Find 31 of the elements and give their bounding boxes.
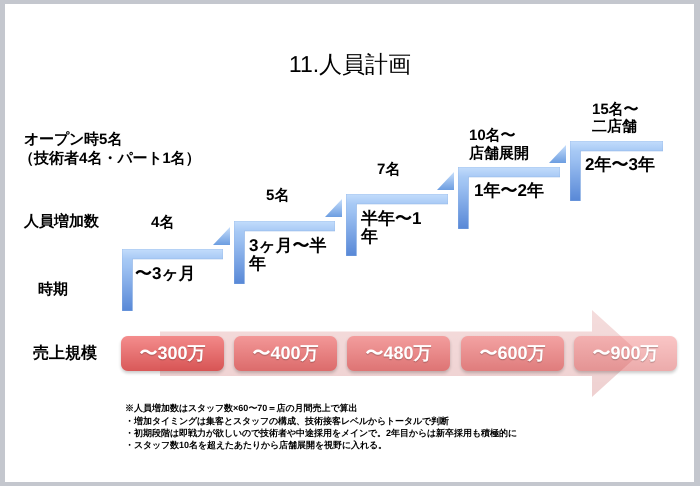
headcount-text: 15名〜 <box>592 101 639 118</box>
step-bracket: 半年〜1年 <box>346 194 448 256</box>
step-bracket: 3ヶ月〜半年 <box>234 221 335 284</box>
headcount-text: 5名 <box>266 187 290 204</box>
footnote: ・増加タイミングは集客とスタッフの構成、技術接客レベルからトータルで判断 <box>125 416 449 426</box>
triangle-arrow <box>437 172 454 190</box>
footnote: ・初期段階は即戦力が欲しいので技術者や中途採用をメインで。2年目からは新卒採用も積極的に <box>125 428 518 438</box>
footnote: ※人員増加数はスタッフ数×60〜70＝店の月間売上で算出 <box>125 403 358 414</box>
staff-note: （技術者4名・パート1名） <box>19 150 201 168</box>
milestone-text: 二店舗 <box>592 118 637 136</box>
row-label: 時期 <box>38 281 68 298</box>
revenue-box: 〜600万 <box>461 336 564 371</box>
triangle-arrow <box>549 145 566 163</box>
revenue-box: 〜300万 <box>121 336 224 371</box>
triangle-arrow <box>325 199 342 217</box>
milestone-text: 店舗展開 <box>469 145 529 162</box>
footnote: ・スタッフ数10名を超えたあたりから店舗展開を視野に入れる。 <box>125 440 388 450</box>
step-bracket: 〜3ヶ月 <box>122 249 223 311</box>
row-label: 売上規模 <box>33 345 97 364</box>
revenue-box: 〜400万 <box>234 336 337 371</box>
step-bracket: 2年〜3年 <box>570 141 663 201</box>
staff-note: オープン時5名 <box>24 131 122 148</box>
revenue-box: 〜480万 <box>347 336 450 371</box>
triangle-arrow <box>213 227 230 245</box>
headcount-text: 4名 <box>151 214 174 232</box>
step-bracket: 1年〜2年 <box>458 167 560 229</box>
headcount-text: 10名〜 <box>469 127 516 144</box>
row-label: 人員増加数 <box>24 213 99 230</box>
title: 11.人員計画 <box>288 51 412 78</box>
revenue-box: 〜900万 <box>574 336 677 371</box>
headcount-text: 7名 <box>377 161 400 178</box>
